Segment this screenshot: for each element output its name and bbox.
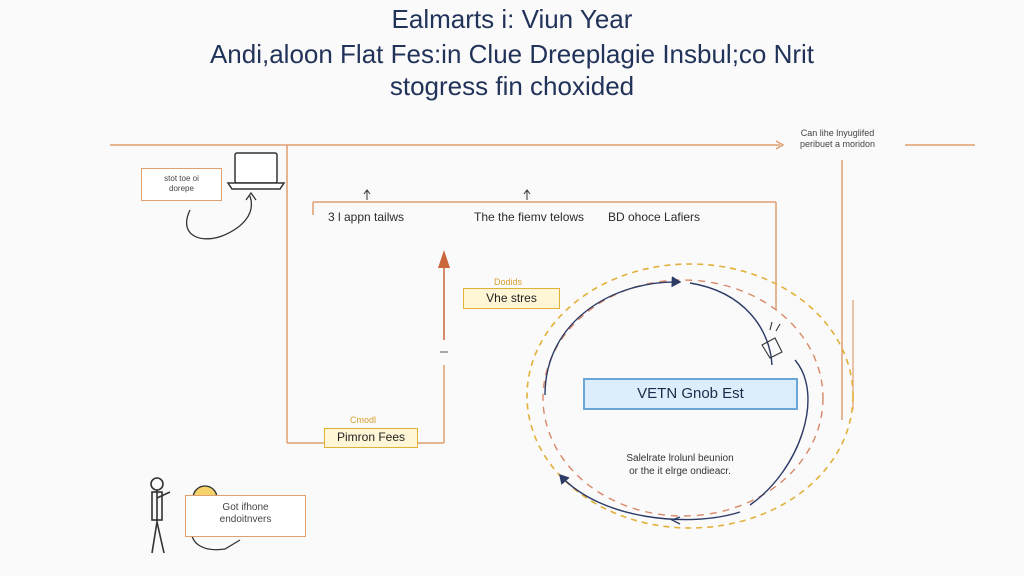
- branch-label-left: 3 l appn tailws: [328, 210, 405, 224]
- cycle-arrow-bottom-right: [749, 359, 809, 506]
- cycle-arrow-right: [689, 282, 773, 366]
- laptop-box-line-2: dorepe: [169, 184, 194, 193]
- central-box: VETN Gnob Est: [583, 378, 798, 410]
- branch-label-right: BD ohoce Lafiers: [608, 210, 701, 224]
- laptop-swoosh: [186, 191, 257, 240]
- cycle-caption-line-2: or the it elrge ondieacr.: [629, 466, 731, 477]
- cycle-arrow-bottom: [559, 473, 741, 521]
- cycle-feather-icon: [761, 321, 783, 359]
- top-right-note-line-1: Can lihe lnyuglifed: [800, 128, 875, 138]
- laptop-icon: [226, 152, 286, 190]
- vhe-box-caption: Dodids: [494, 277, 523, 287]
- pimron-box-caption: Cmodl: [350, 415, 377, 425]
- cycle-arrowhead-bottom-left: [670, 516, 681, 525]
- laptop-box-line-1: stot toe oi: [164, 174, 199, 183]
- top-right-arrowhead: [775, 140, 785, 150]
- person-icon: [150, 477, 171, 554]
- branch-tick-2: [523, 189, 531, 200]
- person-box-line-1: Got ifhone: [222, 502, 269, 513]
- branch-label-middle: The the fiemv telows: [474, 210, 585, 224]
- cycle-dashed-inner: [542, 279, 824, 517]
- person-box-line-2: endoitnvers: [219, 514, 272, 525]
- diagram-title-line-2: Andi,aloon Flat Fes:in Clue Dreeplagie I…: [209, 39, 815, 69]
- pimron-box: Pimron Fees: [324, 428, 418, 448]
- person-box: Got ifhone endoitnvers: [185, 495, 306, 537]
- top-right-note: Can lihe lnyuglifed peribuet a moridon: [800, 128, 875, 150]
- cycle-caption-line-1: Salelrate lrolunl beunion: [626, 453, 734, 464]
- diagram-title-line-1: Ealmarts i: Viun Year: [391, 4, 633, 34]
- cycle-dashed-outer: [526, 263, 854, 529]
- diagram-title-line-3: stogress fin choxided: [389, 71, 635, 101]
- laptop-box: stot toe oi dorepe: [141, 168, 222, 201]
- top-right-note-line-2: peribuet a moridon: [800, 139, 876, 149]
- branch-tick-1: [363, 189, 371, 200]
- up-arrowhead: [438, 250, 450, 268]
- vhe-box: Vhe stres: [463, 288, 560, 309]
- cycle-arrow-top: [544, 276, 682, 396]
- cycle-caption: Salelrate lrolunl beunion or the it elrg…: [600, 452, 760, 478]
